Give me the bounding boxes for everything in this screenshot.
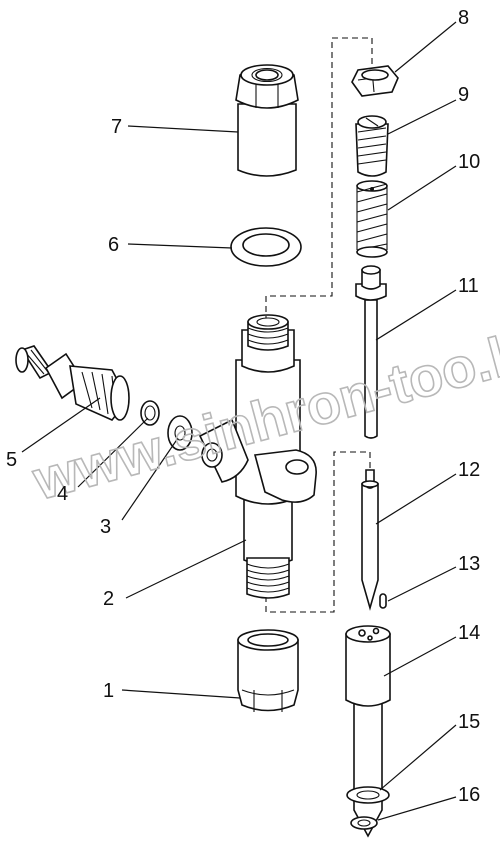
part-6-gasket [230,227,302,267]
part-13-dowel-pin [379,593,387,609]
callout-1: 1 [103,680,114,702]
part-16-copper-washer [350,816,378,830]
part-14-nozzle-body [345,625,391,838]
part-2-nozzle-holder-body [198,314,317,599]
callout-15: 15 [458,711,480,733]
part-9-adjusting-screw [355,115,389,177]
part-8-lock-nut [351,65,399,97]
callout-5: 5 [6,449,17,471]
callout-12: 12 [458,459,480,481]
assembly-dashed-lines [265,37,373,613]
part-15-washer [346,786,390,804]
callout-16: 16 [458,784,480,806]
part-10-pressure-spring [356,180,388,258]
callout-13: 13 [458,553,480,575]
callout-3: 3 [100,516,111,538]
part-4-filter [140,400,160,426]
callout-11: 11 [458,275,479,297]
part-1-retaining-nut [237,629,299,712]
part-12-needle-valve [361,469,379,611]
callout-14: 14 [458,622,480,644]
part-7-cap-nut [235,64,299,177]
callout-9: 9 [458,84,469,106]
part-3-seal-washer [167,415,193,451]
callout-2: 2 [103,588,114,610]
callout-8: 8 [458,7,469,29]
callout-6: 6 [108,234,119,256]
callout-7: 7 [111,116,122,138]
callout-4: 4 [57,483,68,505]
part-5-inlet-connector [15,345,130,421]
callout-10: 10 [458,151,480,173]
leader-lines [21,21,457,821]
callout-numbers: 1 2 3 4 5 6 7 8 9 10 11 12 13 14 15 16 [6,7,480,806]
part-11-push-rod [355,265,387,439]
